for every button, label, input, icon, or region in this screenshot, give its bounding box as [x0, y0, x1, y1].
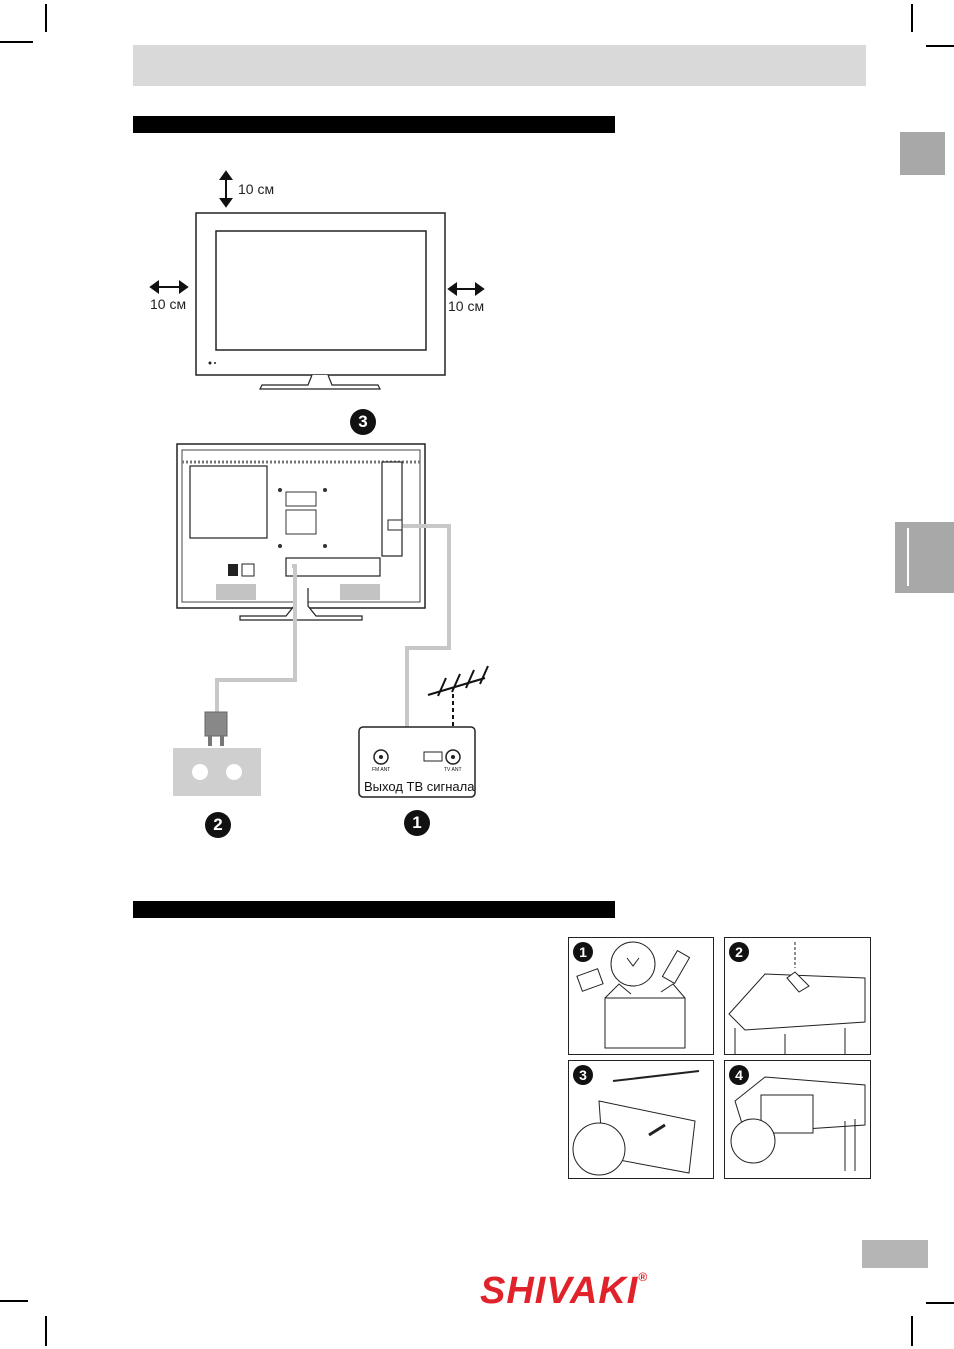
step-number-power: 2 — [205, 812, 231, 838]
stand-step-number-2: 2 — [729, 942, 749, 962]
socket-small-left-label: FM ANT — [372, 767, 391, 773]
step-number-antenna: 1 — [404, 810, 430, 836]
side-tab-middle — [895, 522, 954, 593]
clearance-arrow-top — [219, 170, 233, 208]
clearance-top-label: 10 см — [238, 181, 275, 197]
crop-mark-top-left-v — [45, 4, 47, 32]
socket-small-right-label: TV ANT — [444, 767, 462, 773]
stand-step-number-4: 4 — [729, 1065, 749, 1085]
stand-step-panel-1: 1 — [568, 937, 714, 1055]
step-number-tv: 3 — [350, 409, 376, 435]
tv-front-screen — [215, 230, 427, 351]
page-number-box — [862, 1240, 928, 1268]
clearance-left-label: 10 см — [150, 296, 187, 312]
brand-logo: SHIVAKI® — [480, 1270, 648, 1313]
rear-panel-board — [189, 465, 268, 539]
crop-mark-bottom-left-v — [45, 1316, 47, 1346]
clearance-arrow-left — [149, 280, 189, 294]
stand-step-panel-4: 4 — [724, 1060, 871, 1179]
power-plug — [204, 711, 228, 746]
crop-mark-bottom-right-v — [911, 1316, 913, 1346]
crop-mark-top-right-h — [926, 45, 954, 47]
crop-mark-bottom-left-h — [0, 1300, 28, 1302]
crop-mark-bottom-right-h — [926, 1302, 954, 1304]
crop-mark-top-left-h — [0, 41, 33, 43]
socket-label: Выход ТВ сигнала — [364, 779, 475, 794]
crop-mark-top-right-v — [911, 4, 913, 32]
tv-front-stand — [259, 374, 381, 390]
tv-rear-stand — [239, 588, 363, 621]
brand-name: SHIVAKI — [480, 1270, 639, 1312]
section-bar-stand — [133, 901, 615, 918]
stand-step-number-3: 3 — [573, 1065, 593, 1085]
power-cable — [215, 564, 297, 718]
clearance-arrow-right — [447, 282, 485, 296]
side-tab-top — [900, 132, 945, 175]
antenna-icon — [427, 665, 489, 758]
wall-outlet — [173, 748, 261, 796]
antenna-socket-panel — [358, 726, 476, 798]
tv-placement-diagram — [149, 170, 485, 390]
stand-step-panel-2: 2 — [724, 937, 871, 1055]
stand-step-panel-3: 3 — [568, 1060, 714, 1179]
stand-step-number-1: 1 — [573, 942, 593, 962]
clearance-right-label: 10 см — [448, 298, 485, 314]
tv-rear-connection-diagram — [173, 443, 489, 798]
header-bar — [133, 45, 866, 86]
registered-mark: ® — [638, 1270, 649, 1284]
section-bar-placement — [133, 116, 615, 133]
